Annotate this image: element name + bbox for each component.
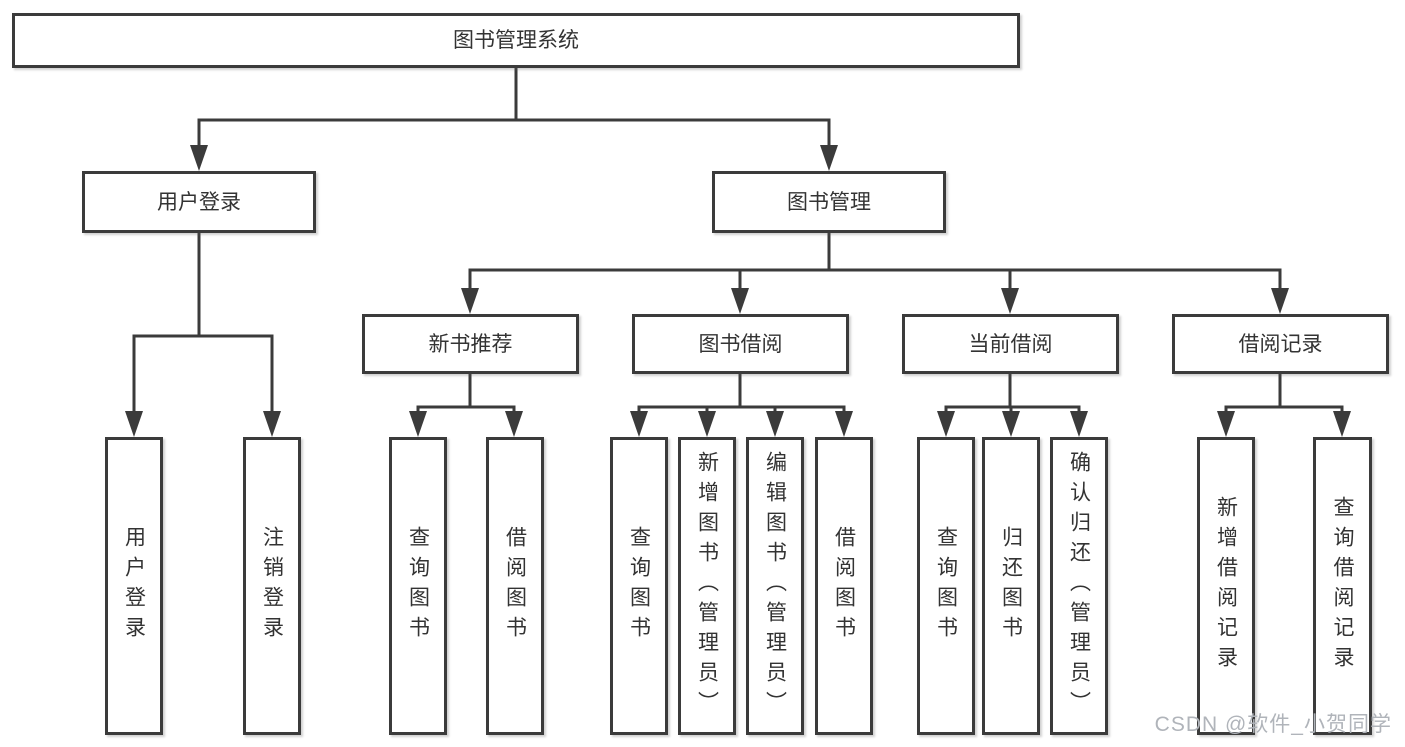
leaf-edit-book-admin-label: 编辑图书（管理员）: [763, 451, 787, 721]
leaf-query-book-1-label: 查询图书: [406, 526, 430, 646]
node-user-login-label: 用户登录: [157, 190, 241, 214]
leaf-query-book-3: 查询图书: [917, 437, 975, 735]
leaf-return-book: 归还图书: [982, 437, 1040, 735]
leaf-query-book-3-label: 查询图书: [934, 526, 958, 646]
leaf-add-book-admin-label: 新增图书（管理员）: [695, 451, 719, 721]
leaf-confirm-return-admin-label: 确认归还（管理员）: [1067, 451, 1091, 721]
leaf-query-borrow-record: 查询借阅记录: [1313, 437, 1372, 735]
leaf-query-book-1: 查询图书: [389, 437, 447, 735]
leaf-user-login: 用户登录: [105, 437, 163, 735]
node-new-book-recommend-label: 新书推荐: [428, 332, 513, 356]
node-current-borrow: 当前借阅: [902, 314, 1119, 374]
node-book-management: 图书管理: [712, 171, 946, 233]
leaf-logout-label: 注销登录: [260, 526, 284, 646]
csdn-watermark: CSDN @软件_小贺同学: [1154, 713, 1392, 736]
leaf-add-book-admin: 新增图书（管理员）: [678, 437, 736, 735]
leaf-return-book-label: 归还图书: [999, 526, 1023, 646]
leaf-confirm-return-admin: 确认归还（管理员）: [1050, 437, 1108, 735]
leaf-add-borrow-record-label: 新增借阅记录: [1214, 496, 1238, 676]
node-current-borrow-label: 当前借阅: [968, 332, 1053, 356]
arrowhead-icons: [125, 120, 1351, 437]
leaf-logout: 注销登录: [243, 437, 301, 735]
leaf-borrow-book-2: 借阅图书: [815, 437, 873, 735]
node-borrow-records: 借阅记录: [1172, 314, 1389, 374]
leaf-query-book-2: 查询图书: [610, 437, 668, 735]
leaf-borrow-book-1-label: 借阅图书: [503, 526, 527, 646]
node-user-login: 用户登录: [82, 171, 316, 233]
leaf-user-login-label: 用户登录: [122, 526, 146, 646]
leaf-edit-book-admin: 编辑图书（管理员）: [746, 437, 804, 735]
node-new-book-recommend: 新书推荐: [362, 314, 579, 374]
leaf-query-borrow-record-label: 查询借阅记录: [1331, 496, 1354, 676]
leaf-borrow-book-1: 借阅图书: [486, 437, 544, 735]
leaf-borrow-book-2-label: 借阅图书: [832, 526, 856, 646]
node-root-label: 图书管理系统: [453, 29, 579, 52]
node-book-borrow-label: 图书借阅: [698, 332, 783, 356]
leaf-query-book-2-label: 查询图书: [627, 526, 651, 646]
node-root: 图书管理系统: [12, 13, 1020, 68]
node-book-borrow: 图书借阅: [632, 314, 849, 374]
leaf-add-borrow-record: 新增借阅记录: [1197, 437, 1255, 735]
node-borrow-records-label: 借阅记录: [1238, 332, 1323, 356]
node-book-management-label: 图书管理: [787, 190, 871, 214]
